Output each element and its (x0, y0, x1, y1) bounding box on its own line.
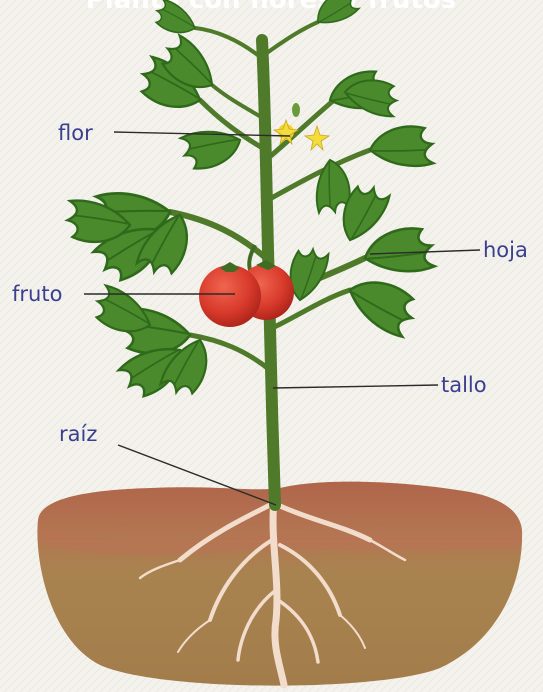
diagram-title: Planta con flores y frutos (86, 0, 456, 15)
label-raiz: raíz (59, 422, 97, 446)
label-tallo: tallo (441, 373, 487, 397)
label-hoja: hoja (483, 238, 528, 262)
label-flor: flor (58, 121, 93, 145)
label-fruto: fruto (12, 282, 62, 306)
